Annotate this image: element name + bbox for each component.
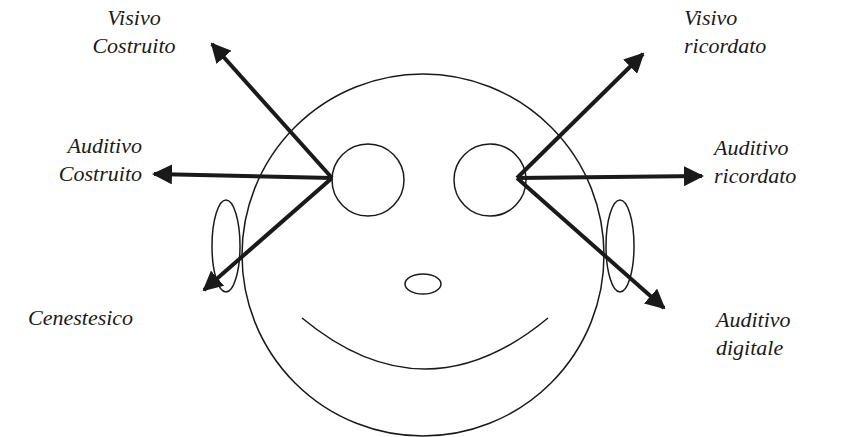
cue-label: Auditivo Costruito <box>18 132 142 188</box>
cue-label: Auditivo digitale <box>716 306 828 362</box>
head-circle <box>242 74 604 436</box>
eye <box>454 144 526 216</box>
eye-arrow <box>517 54 643 178</box>
eye <box>332 144 404 216</box>
eye-arrow <box>154 174 332 178</box>
smile <box>302 318 548 369</box>
eye-arrow <box>517 176 702 178</box>
nose <box>405 274 441 294</box>
eye-arrow <box>212 44 332 178</box>
cue-label: Auditivo ricordato <box>714 134 839 190</box>
eye-arrow <box>517 178 664 308</box>
cue-label: Visivo Costruito <box>72 4 196 60</box>
cue-label: Visivo ricordato <box>684 4 814 60</box>
eye-arrow <box>204 178 332 290</box>
cue-label: Cenestesico <box>28 304 188 332</box>
